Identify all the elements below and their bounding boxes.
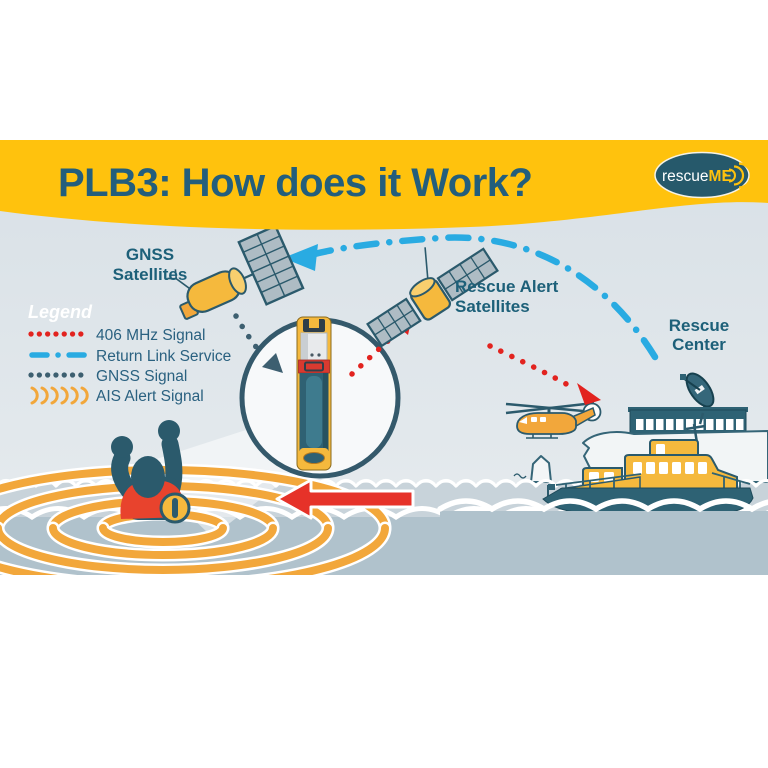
bow-waves	[437, 498, 768, 513]
right-hand	[158, 420, 180, 442]
gnss-signal-arrowhead	[262, 353, 283, 373]
gnss-signal-path	[233, 313, 263, 355]
solar-panel-right	[436, 247, 499, 302]
solar-panel-left	[366, 297, 422, 348]
downlink-arrowhead	[577, 383, 601, 405]
lifeboat	[437, 412, 768, 575]
legend-label-return-link: Return Link Service	[96, 348, 231, 365]
legend-title: Legend	[28, 302, 93, 322]
return-link-arc	[283, 234, 659, 361]
rescue-helicopter	[505, 401, 602, 439]
legend-label-406: 406 MHz Signal	[96, 327, 205, 344]
signal-406-downlink	[487, 343, 601, 405]
head	[131, 456, 165, 498]
page-title: PLB3: How does it Work?	[58, 161, 532, 205]
antenna	[167, 269, 190, 289]
return-link-arrowhead	[283, 244, 318, 271]
legend: Legend 406 MHz Signal Return Link Servic…	[28, 302, 231, 405]
brand-logo: rescueME	[654, 151, 753, 199]
left-hand	[111, 436, 133, 458]
plb-beacon-on-vest	[159, 492, 191, 524]
person-in-water	[111, 420, 191, 524]
rescue-direction-arrow	[275, 478, 415, 520]
cockpit-window	[519, 417, 527, 424]
signal-waves-icon	[723, 162, 753, 189]
plb3-device	[296, 316, 332, 471]
rescue-alert-satellite-illustration	[366, 247, 499, 348]
building-windows	[636, 419, 744, 430]
bird-icon	[513, 473, 527, 479]
landing-skids	[526, 434, 558, 439]
brand-logo-text: rescueME	[662, 168, 732, 185]
bottom-margin	[0, 575, 768, 768]
legend-swatch-ais-icon	[30, 386, 89, 405]
top-margin	[0, 0, 768, 140]
gnss-satellite-illustration	[167, 224, 305, 320]
legend-label-ais: AIS Alert Signal	[96, 388, 204, 405]
header-band	[0, 140, 768, 230]
boat-cabin-windows	[633, 462, 707, 474]
solar-panel	[237, 224, 305, 306]
device-circle-inset	[239, 316, 401, 479]
legend-label-gnss: GNSS Signal	[96, 368, 187, 385]
